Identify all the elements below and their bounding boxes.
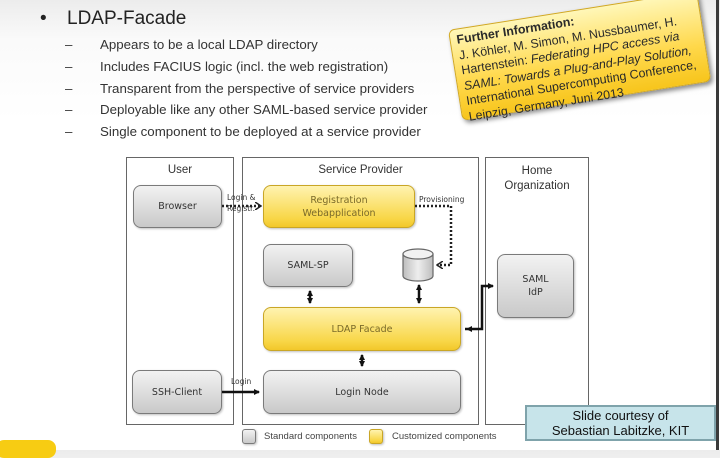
saml-sp-label: SAML-SP: [287, 260, 329, 271]
login-registr-label-line1: Login &: [227, 193, 256, 202]
browser-component: Browser: [133, 185, 222, 228]
login-registr-label: Login & Registr.: [227, 192, 255, 214]
ldap-idp-arrow: [465, 283, 494, 331]
provisioning-label: Provisioning: [419, 195, 465, 204]
sub-bullet-text: Appears to be a local LDAP directory: [100, 37, 318, 52]
slide-footer-tab: [0, 440, 56, 458]
provisioning-arrow: [415, 204, 453, 265]
service-provider-panel-title: Service Provider: [318, 164, 403, 176]
courtesy-line2: Sebastian Labitzke, KIT: [551, 423, 690, 438]
dash-marker: –: [65, 124, 73, 139]
login-node-component: Login Node: [263, 370, 461, 414]
login-node-label: Login Node: [335, 386, 389, 398]
ssh-client-component: SSH-Client: [132, 370, 222, 414]
ldap-facade-component: LDAP Facade: [263, 307, 461, 351]
registration-label-line1: Registration: [310, 194, 368, 206]
dash-marker: –: [65, 59, 73, 74]
legend-standard-swatch: [242, 429, 256, 444]
dash-marker: –: [65, 81, 73, 96]
home-organization-panel-title: Home Organization: [486, 164, 588, 194]
legend-standard-label: Standard components: [264, 431, 357, 442]
main-bullet-text: LDAP-Facade: [67, 8, 187, 29]
home-org-title-line1: Home: [521, 165, 553, 177]
user-panel-title: User: [167, 164, 193, 176]
saml-idp-label-line2: IdP: [528, 287, 543, 298]
dash-marker: –: [65, 37, 73, 52]
legend-customized-swatch: [369, 429, 383, 444]
slide-right-border: [716, 0, 719, 450]
saml-idp-component: SAML IdP: [497, 254, 574, 318]
courtesy-line1: Slide courtesy of: [572, 408, 669, 423]
sub-bullet-text: Deployable like any other SAML-based ser…: [100, 102, 428, 117]
legend-customized-label: Customized components: [392, 431, 497, 442]
sub-bullet-text: Transparent from the perspective of serv…: [100, 81, 415, 96]
bullet-marker: •: [40, 8, 47, 29]
ssh-client-label: SSH-Client: [151, 386, 203, 398]
saml-idp-label: SAML IdP: [522, 273, 548, 299]
saml-idp-label-line1: SAML: [522, 274, 549, 285]
login-label: Login: [231, 377, 252, 386]
sub-bullet-text: Includes FACIUS logic (incl. the web reg…: [100, 59, 389, 74]
dash-marker: –: [65, 102, 73, 117]
login-registr-label-line2: Registr.: [227, 204, 255, 213]
slide-courtesy-box: Slide courtesy of Sebastian Labitzke, KI…: [525, 405, 716, 441]
registration-label-line2: Webapplication: [302, 207, 376, 219]
database-icon: [402, 248, 434, 282]
home-org-title-line2: Organization: [504, 180, 570, 192]
ldap-facade-label: LDAP Facade: [331, 323, 393, 335]
saml-sp-component: SAML-SP: [263, 244, 353, 287]
sub-bullet-text: Single component to be deployed at a ser…: [100, 124, 421, 139]
browser-label: Browser: [158, 201, 197, 212]
